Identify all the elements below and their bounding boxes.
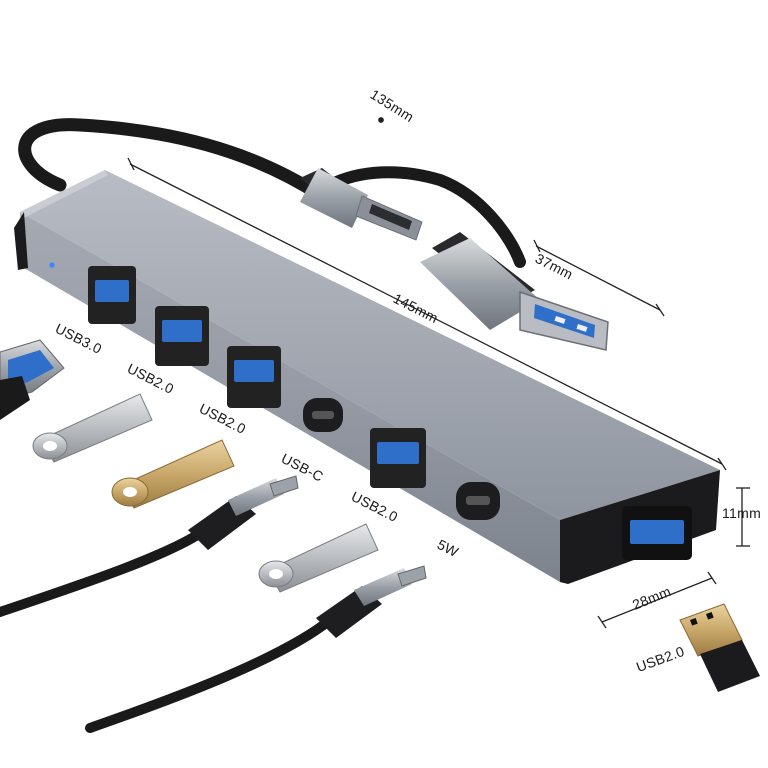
- port-usb-c-data: [303, 398, 343, 432]
- silver-flash-drive-1: [32, 393, 153, 463]
- usb-c-cable-1: [0, 475, 299, 617]
- host-cable-a: [18, 118, 327, 202]
- usb-wireless-dongle: [679, 603, 760, 692]
- dimension-cable: [378, 117, 384, 123]
- dimension-hub-height-label: 11mm: [722, 505, 762, 521]
- dimension-hub-length: [127, 157, 727, 471]
- port-usb3-0: [88, 266, 136, 324]
- dimension-hub-height: [736, 487, 750, 547]
- silver-flash-drive-2: [258, 523, 379, 593]
- host-usb-a-plug: [420, 232, 609, 351]
- port-end-usb2-0: [622, 506, 692, 560]
- port-usb2-0-c: [370, 428, 426, 488]
- host-cable-b: [324, 166, 526, 268]
- dimension-hub-width: [597, 571, 717, 629]
- usb-c-cable-2: [85, 565, 427, 733]
- status-led: [49, 262, 55, 268]
- port-usb2-0-a: [155, 306, 209, 366]
- gold-flash-drive: [111, 439, 235, 509]
- host-usb-c-plug: [300, 168, 423, 241]
- peripheral-usb-a-plug: [0, 339, 65, 420]
- dimension-plug-length: [533, 239, 665, 317]
- hub-ports: [88, 266, 692, 560]
- hub-body: [14, 170, 720, 584]
- port-usb2-0-b: [227, 346, 281, 408]
- port-usb-c-power: [456, 482, 500, 520]
